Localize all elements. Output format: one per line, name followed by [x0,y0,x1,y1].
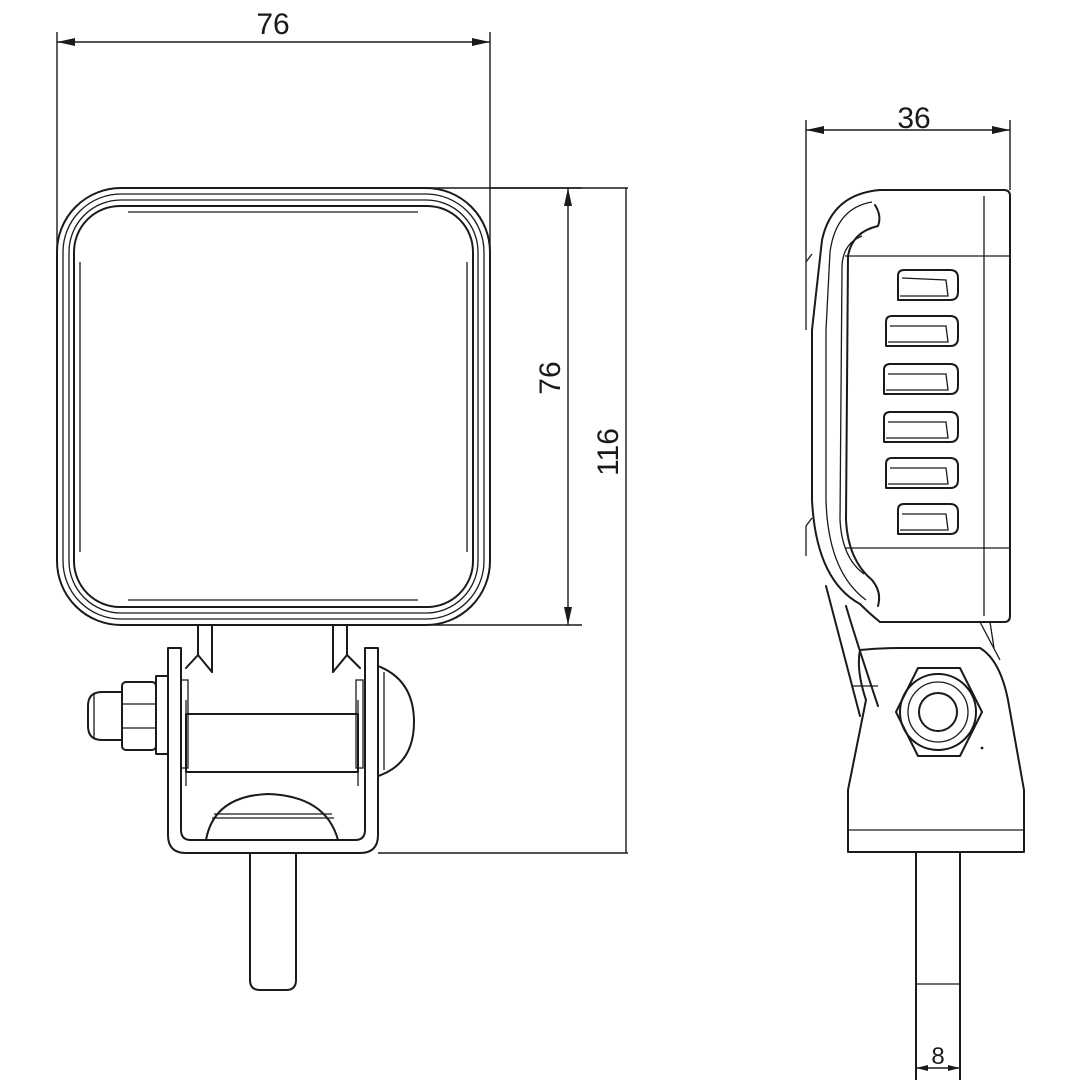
front-dome [205,793,339,841]
side-hex-nut [895,667,983,757]
front-lens [73,205,474,608]
side-stud [915,851,961,1080]
dim-front-height: 76 [534,361,567,394]
side-bracket [847,647,1025,853]
dim-side-depth: 36 [897,102,930,135]
dim-total-height: 116 [592,428,625,476]
front-bracket-tabs [185,624,361,673]
front-housing-outer [56,187,491,626]
side-dimensions: 36 8 [805,102,1011,1071]
side-view [805,189,1025,1080]
front-view [56,187,491,991]
dim-stud-diameter: 8 [931,1043,944,1070]
front-nut [87,675,169,755]
front-stud [249,852,297,991]
front-u-bracket [167,647,379,854]
side-housing [879,189,1011,623]
side-bezel [811,189,881,623]
dim-front-width: 76 [256,8,289,41]
side-cooling-fins [883,269,959,535]
front-dimensions: 76 76 116 [56,8,628,854]
front-right-knob [377,665,415,777]
